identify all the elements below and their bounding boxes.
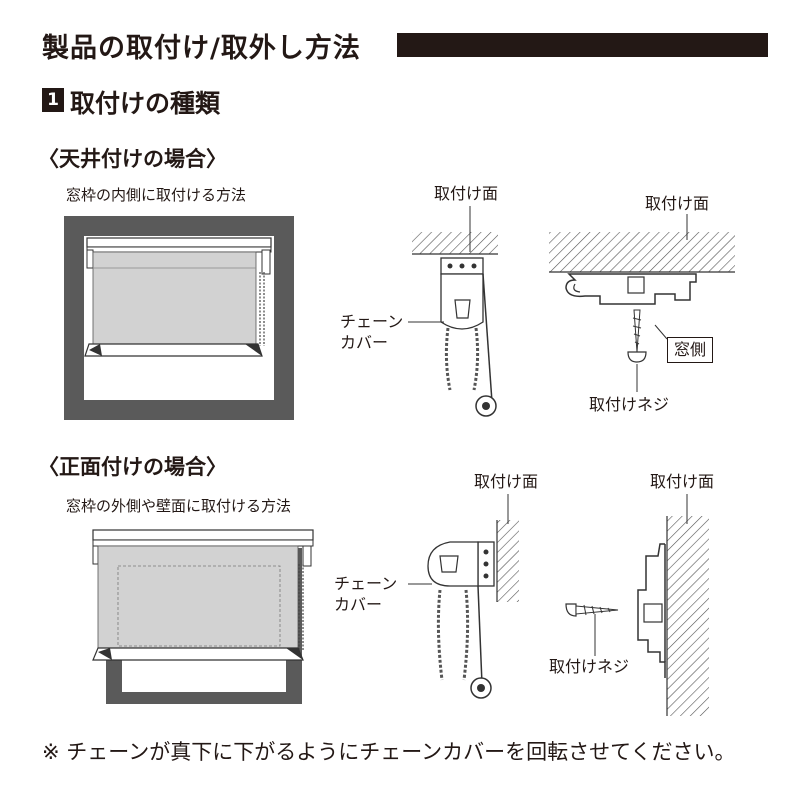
ceiling-screw-label: 取付けネジ (589, 395, 670, 414)
title-bar (397, 33, 768, 57)
front-mount-caption: 窓枠の外側や壁面に取付ける方法 (66, 497, 292, 515)
rotation-note: ※ チェーンが真下に下がるようにチェーンカバーを回転させてください。 (42, 740, 736, 764)
page-title: 製品の取付け/取外し方法 (42, 33, 361, 64)
ceiling-surface-label-1: 取付け面 (434, 184, 499, 203)
ceiling-mount-caption: 窓枠の内側に取付ける方法 (66, 186, 247, 204)
window-side-label: 窓側 (667, 337, 714, 363)
front-chain-cover-label: チェーン カバー (334, 574, 398, 614)
ceiling-chain-cover-label: チェーン カバー (340, 312, 404, 352)
section-number: 1 (42, 88, 64, 112)
front-mount-heading: 〈正面付けの場合〉 (38, 455, 227, 479)
section-title: 取付けの種類 (70, 89, 221, 118)
ceiling-surface-label-2: 取付け面 (645, 194, 710, 213)
ceiling-mount-heading: 〈天井付けの場合〉 (38, 147, 227, 171)
front-surface-label-1: 取付け面 (474, 472, 539, 491)
front-surface-label-2: 取付け面 (650, 472, 715, 491)
front-screw-label: 取付けネジ (549, 657, 630, 676)
